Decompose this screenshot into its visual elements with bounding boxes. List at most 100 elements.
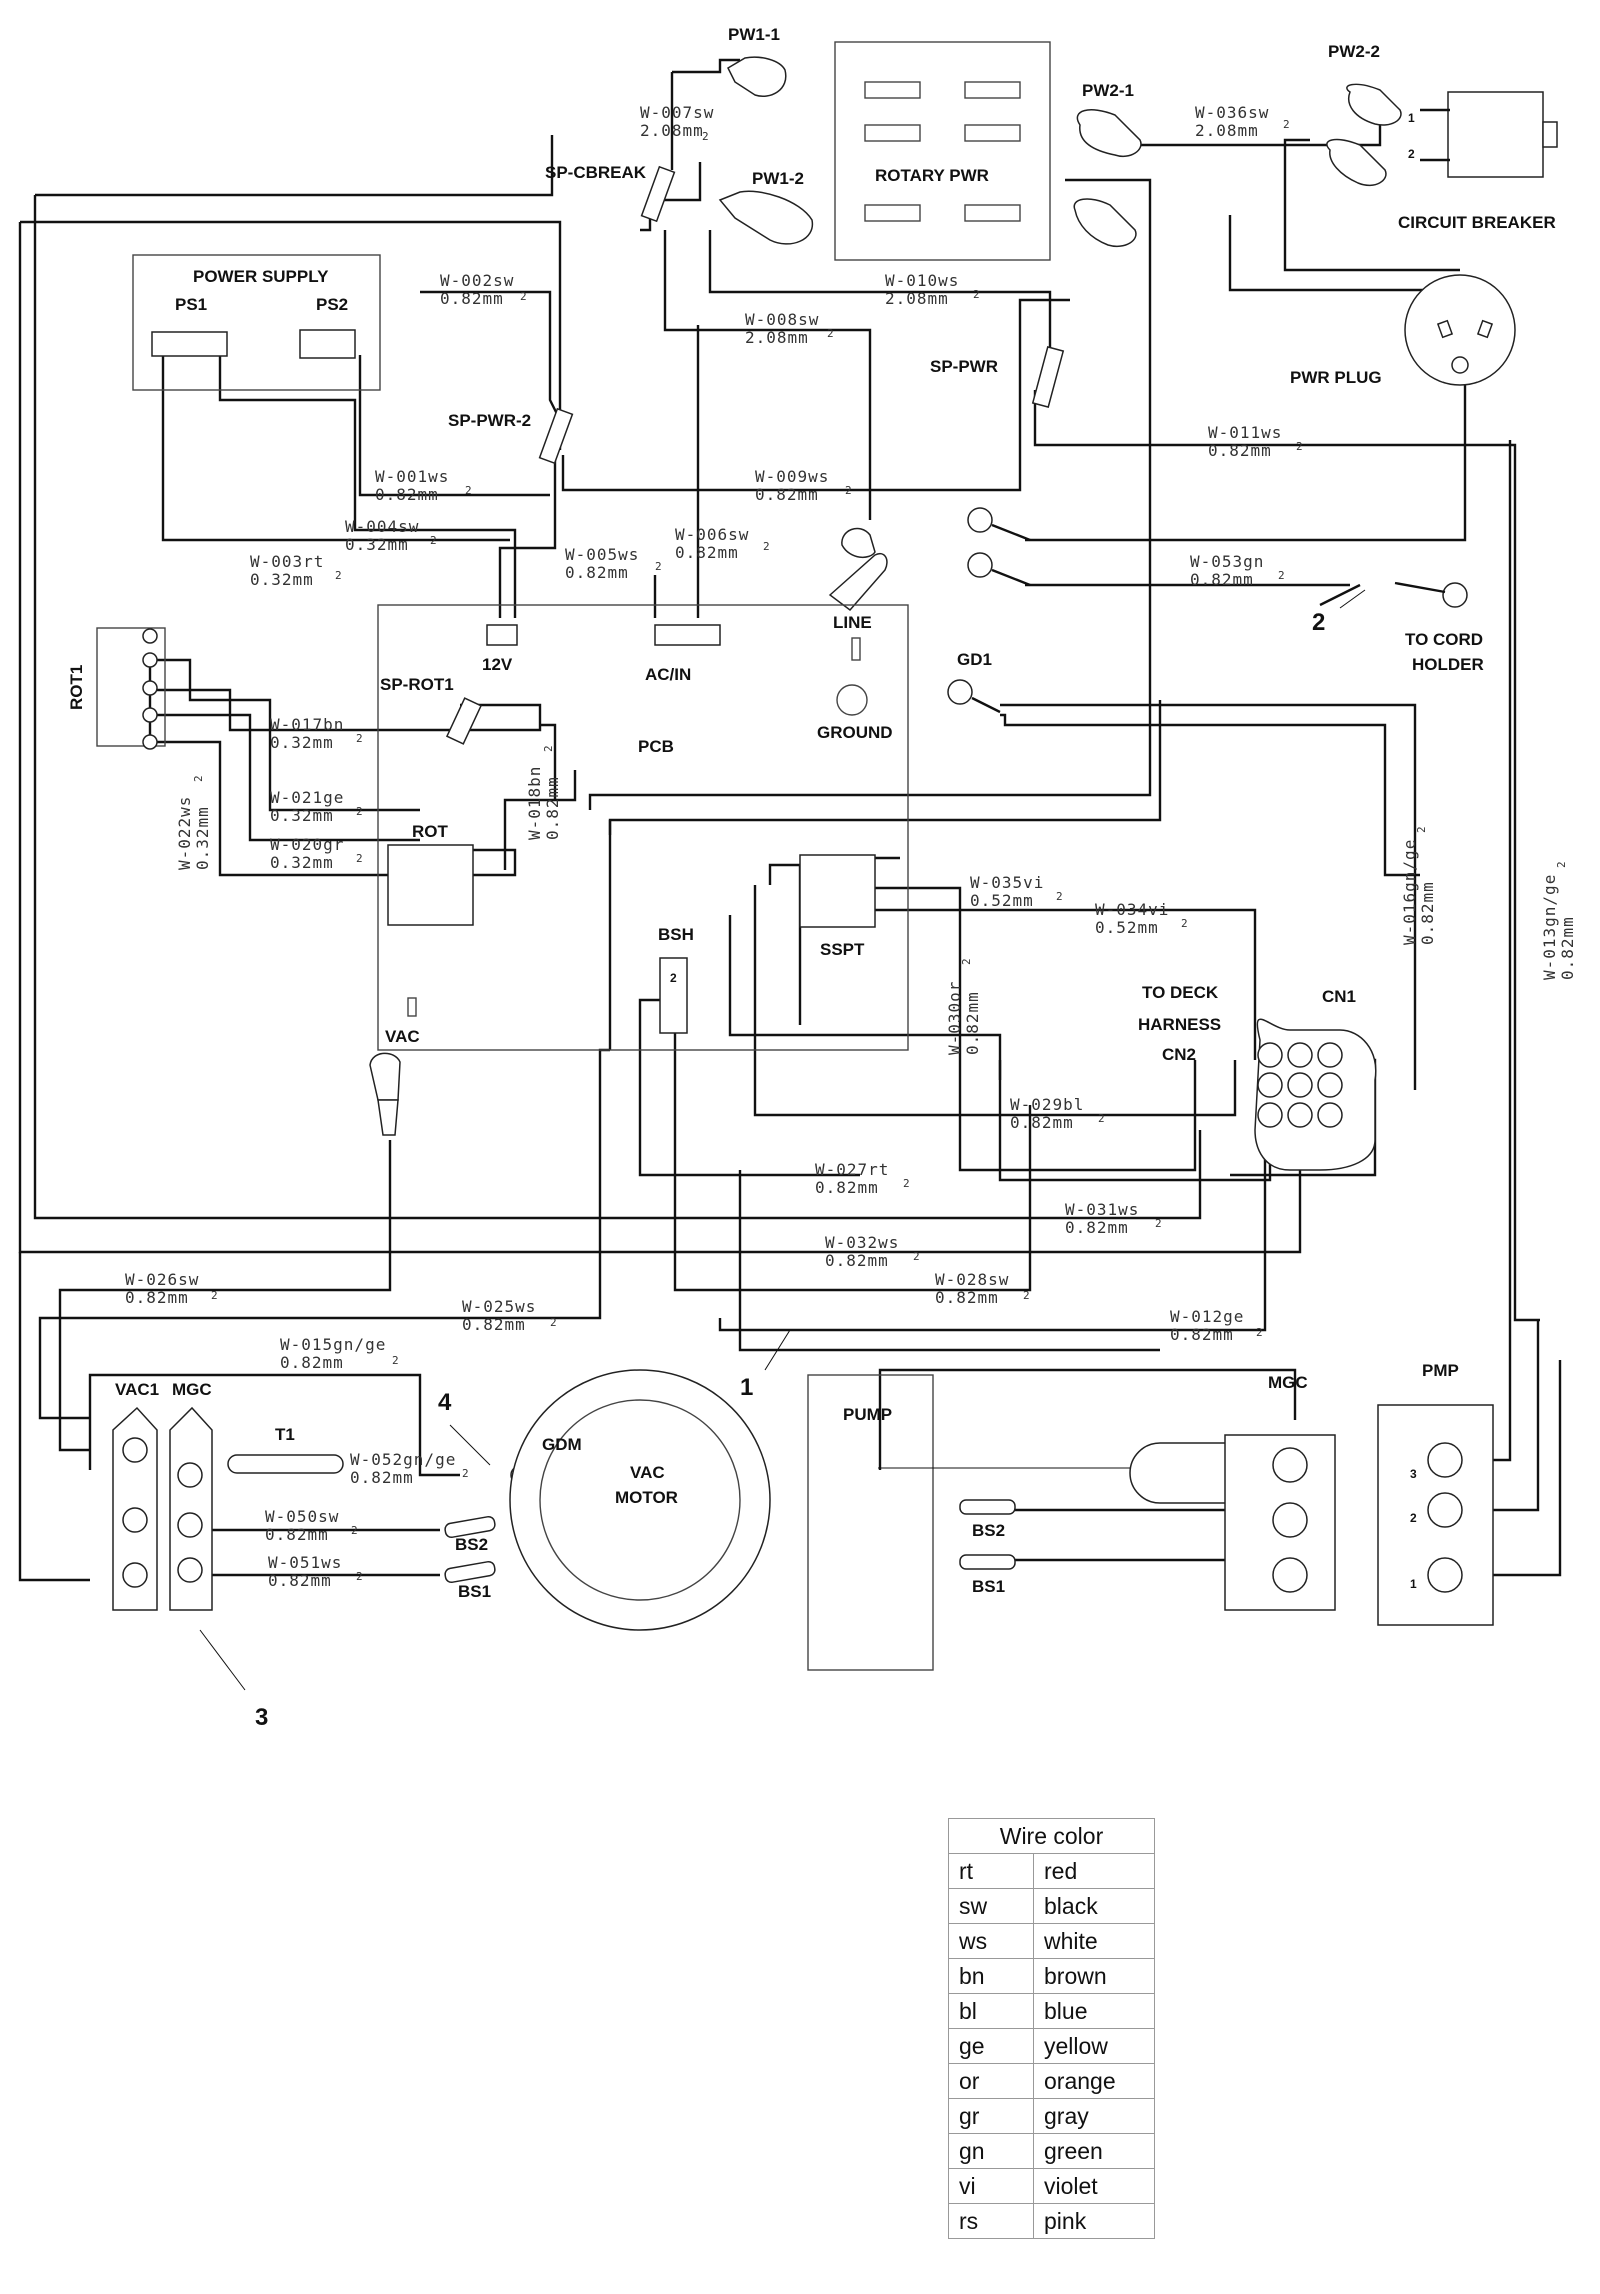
label-harness: HARNESS: [1138, 1015, 1221, 1034]
label-sp-pwr-2: SP-PWR-2: [448, 411, 531, 430]
pin-label: 2: [1408, 147, 1415, 161]
svg-text:0.82mm: 0.82mm: [825, 1251, 889, 1270]
label-pw2-2: PW2-2: [1328, 42, 1380, 61]
svg-text:0.82mm: 0.82mm: [543, 776, 562, 840]
label-sp-rot1: SP-ROT1: [380, 675, 454, 694]
svg-text:2: 2: [520, 290, 528, 303]
svg-text:2: 2: [903, 1177, 911, 1190]
svg-text:W-052gn/ge: W-052gn/ge: [350, 1450, 456, 1469]
label-ac-in: AC/IN: [645, 665, 691, 684]
svg-text:0.82mm: 0.82mm: [1558, 916, 1577, 980]
svg-text:0.82mm: 0.82mm: [265, 1525, 329, 1544]
svg-text:W-004sw: W-004sw: [345, 517, 419, 536]
label-sspt: SSPT: [820, 940, 865, 959]
label-pmp: PMP: [1422, 1361, 1459, 1380]
svg-text:W-032ws: W-032ws: [825, 1233, 899, 1252]
svg-text:W-001ws: W-001ws: [375, 467, 449, 486]
svg-text:0.82mm: 0.82mm: [963, 991, 982, 1055]
label-bsh: BSH: [658, 925, 694, 944]
svg-text:0.82mm: 0.82mm: [268, 1571, 332, 1590]
svg-text:2: 2: [1283, 118, 1291, 131]
svg-text:W-027rt: W-027rt: [815, 1160, 889, 1179]
label-rot1: ROT1: [67, 665, 86, 710]
svg-text:0.32mm: 0.32mm: [193, 806, 212, 870]
svg-text:W-028sw: W-028sw: [935, 1270, 1009, 1289]
svg-text:0.82mm: 0.82mm: [675, 543, 739, 562]
svg-text:W-018bn: W-018bn: [525, 766, 544, 840]
pin-label: 1: [1408, 111, 1415, 125]
label-vac-motor-1: VAC: [630, 1463, 665, 1482]
svg-text:2: 2: [392, 1354, 400, 1367]
svg-text:2: 2: [763, 540, 771, 553]
svg-text:0.82mm: 0.82mm: [935, 1288, 999, 1307]
label-vac-motor-2: MOTOR: [615, 1488, 678, 1507]
svg-text:0.82mm: 0.82mm: [462, 1315, 526, 1334]
callout-4: 4: [438, 1389, 452, 1416]
svg-text:W-010ws: W-010ws: [885, 271, 959, 290]
label-bs2-right: BS2: [972, 1521, 1005, 1540]
svg-text:0.32mm: 0.32mm: [345, 535, 409, 554]
label-gd1: GD1: [957, 650, 992, 669]
svg-text:W-050sw: W-050sw: [265, 1507, 339, 1526]
component-labels: PW1-1 PW1-2 ROTARY PWR PW2-1 PW2-2 CIRCU…: [67, 25, 1556, 1731]
svg-text:0.32mm: 0.32mm: [270, 853, 334, 872]
svg-text:0.82mm: 0.82mm: [440, 289, 504, 308]
svg-text:2: 2: [1278, 569, 1286, 582]
label-mgc-right: MGC: [1268, 1373, 1308, 1392]
svg-text:2: 2: [1056, 890, 1064, 903]
callout-1: 1: [740, 1374, 753, 1401]
svg-text:2: 2: [1296, 440, 1304, 453]
svg-text:2: 2: [356, 852, 364, 865]
svg-text:2: 2: [211, 1289, 219, 1302]
label-sp-cbreak: SP-CBREAK: [545, 163, 647, 182]
svg-text:2: 2: [550, 1316, 558, 1329]
label-power-supply: POWER SUPPLY: [193, 267, 329, 286]
svg-text:2: 2: [335, 569, 343, 582]
svg-text:W-026sw: W-026sw: [125, 1270, 199, 1289]
svg-text:0.82mm: 0.82mm: [815, 1178, 879, 1197]
legend-title: Wire color: [948, 1818, 1155, 1854]
svg-text:2: 2: [356, 805, 364, 818]
svg-text:2: 2: [356, 732, 364, 745]
svg-text:0.82mm: 0.82mm: [1208, 441, 1272, 460]
label-cn2: CN2: [1162, 1045, 1196, 1064]
svg-text:W-017bn: W-017bn: [270, 715, 344, 734]
svg-text:2: 2: [827, 327, 835, 340]
svg-text:2: 2: [430, 534, 438, 547]
svg-text:0.32mm: 0.32mm: [270, 806, 334, 825]
svg-text:2: 2: [356, 1570, 364, 1583]
svg-text:2.08mm: 2.08mm: [640, 121, 704, 140]
pin-label: 1: [1410, 1577, 1417, 1591]
svg-text:2: 2: [1256, 1326, 1264, 1339]
svg-text:2: 2: [542, 744, 555, 752]
label-bs2-left: BS2: [455, 1535, 488, 1554]
svg-text:W-003rt: W-003rt: [250, 552, 324, 571]
svg-text:W-007sw: W-007sw: [640, 103, 714, 122]
label-12v: 12V: [482, 655, 513, 674]
svg-text:0.32mm: 0.32mm: [270, 733, 334, 752]
